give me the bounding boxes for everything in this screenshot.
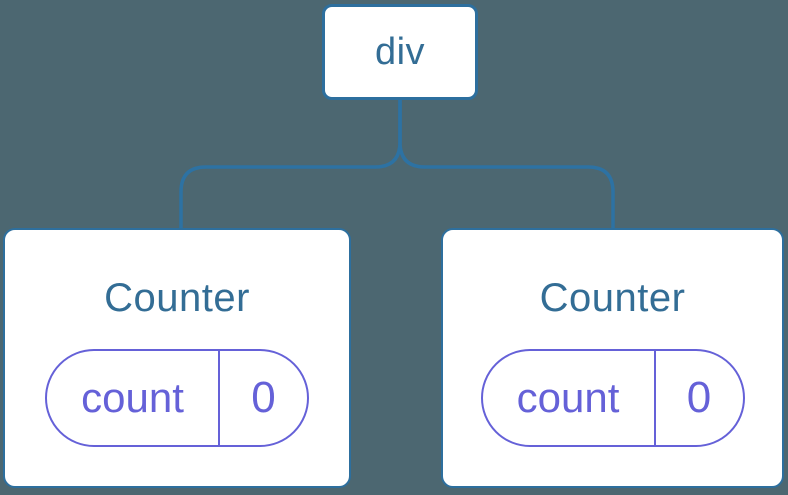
- state-key-label: count: [81, 374, 184, 421]
- state-key-cell: count: [47, 351, 220, 445]
- connector-branch-right: [398, 100, 615, 228]
- component-title: Counter: [539, 276, 686, 320]
- component-card-counter-right: Counter count 0: [441, 228, 784, 488]
- state-pill: count 0: [45, 349, 309, 447]
- state-pill: count 0: [480, 349, 745, 447]
- connector-branch-left: [179, 100, 402, 228]
- state-value-cell: 0: [220, 351, 307, 445]
- root-node-div: div: [322, 4, 478, 100]
- state-value-label: 0: [686, 373, 712, 422]
- state-key-cell: count: [483, 351, 656, 445]
- state-value-label: 0: [251, 373, 276, 422]
- state-key-label: count: [516, 374, 620, 421]
- state-value-cell: 0: [656, 351, 743, 445]
- root-node-label: div: [374, 30, 426, 73]
- component-card-counter-left: Counter count 0: [3, 228, 351, 488]
- component-title: Counter: [104, 276, 250, 320]
